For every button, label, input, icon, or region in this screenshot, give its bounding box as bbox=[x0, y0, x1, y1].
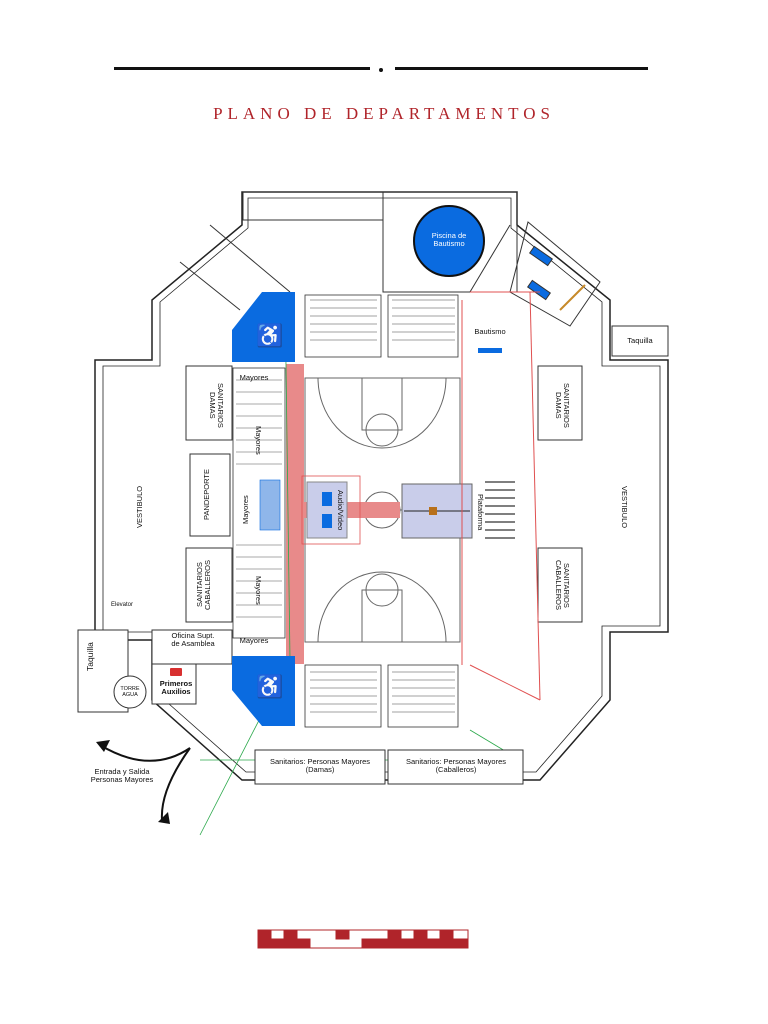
taquilla-left-label: Taquilla bbox=[85, 642, 95, 672]
plataforma-label: Plataforma bbox=[475, 493, 485, 531]
sanitarios-caballeros-right-label: SANITARIOS CABALLEROS bbox=[554, 559, 571, 611]
mayores-label: Mayores bbox=[239, 373, 269, 382]
top-rule-right bbox=[395, 67, 648, 70]
accessible-area-top bbox=[232, 292, 295, 362]
wheelchair-icon: ♿ bbox=[256, 323, 284, 348]
mayores-label: Mayores bbox=[241, 495, 250, 525]
primeros-auxilios-label: Primeros Auxilios bbox=[159, 679, 193, 696]
mayores-label: Mayores bbox=[253, 575, 263, 605]
first-aid-icon bbox=[170, 668, 182, 676]
mayores-label: Mayores bbox=[253, 425, 263, 455]
top-rule-left bbox=[114, 67, 370, 70]
scale-bar bbox=[257, 929, 469, 949]
audio-video-booth bbox=[306, 481, 348, 539]
oficina-label: Oficina Supt. de Asamblea bbox=[171, 631, 215, 648]
baptism-room bbox=[478, 221, 601, 353]
baptism-pool-label: Piscina de Bautismo bbox=[431, 231, 467, 248]
panderote-label: PANDEPORTE bbox=[202, 469, 211, 521]
page-title: PLANO DE DEPARTAMENTOS bbox=[213, 104, 555, 123]
wheelchair-icon: ♿ bbox=[256, 674, 284, 699]
taquilla-right-label: Taquilla bbox=[627, 336, 653, 345]
sanitarios-damas-left-label: SANITARIOS DAMAS bbox=[208, 382, 225, 428]
vestibulo-right-label: VESTIBULO bbox=[619, 485, 629, 529]
seating-top bbox=[304, 294, 459, 358]
top-rule-dot bbox=[379, 68, 383, 72]
sanitarios-damas-right-label: SANITARIOS DAMAS bbox=[554, 382, 571, 428]
vestibulo-left-label: VESTIBULO bbox=[135, 485, 144, 529]
bautismo-label: Bautismo bbox=[474, 327, 506, 336]
aisle bbox=[286, 364, 304, 664]
accessible-area-bottom bbox=[232, 656, 295, 726]
mayores-label: Mayores bbox=[239, 636, 269, 645]
sanitarios-mayores-caballeros-label: Sanitarios: Personas Mayores (Caballeros… bbox=[405, 757, 507, 774]
torre-agua-label: TORRE AGUA bbox=[120, 686, 140, 698]
building-outline bbox=[94, 191, 669, 781]
sanitarios-caballeros-left-label: SANITARIOS CABALLEROS bbox=[195, 559, 212, 611]
sanitarios-mayores-damas-label: Sanitarios: Personas Mayores (Damas) bbox=[269, 757, 371, 774]
audio-video-label: Audio/Video bbox=[335, 489, 345, 531]
baptism-pool bbox=[413, 205, 485, 277]
elevator-label: Elevator bbox=[110, 602, 133, 608]
entrada-salida-label: Entrada y Salida Personas Mayores bbox=[90, 767, 154, 784]
